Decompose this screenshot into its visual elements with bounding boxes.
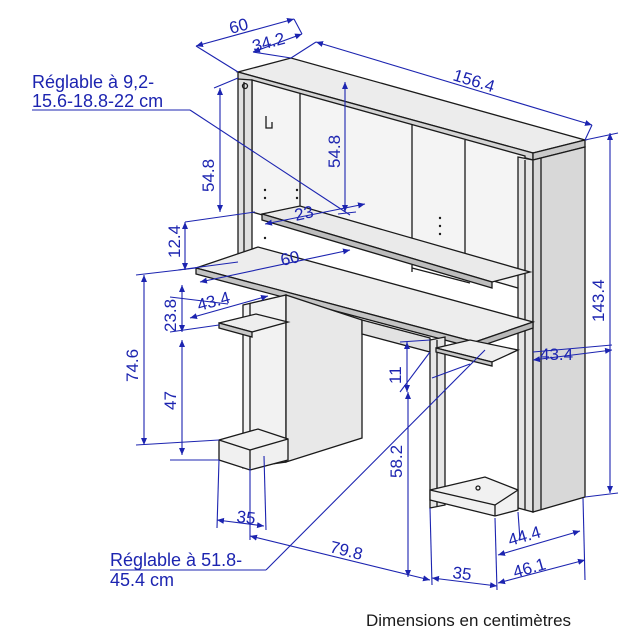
right-base	[429, 476, 519, 517]
label-right-shelf-depth: 43.4	[540, 345, 573, 364]
label-top-depth: 60	[227, 15, 250, 38]
dim-line-top-shelf-depth	[252, 33, 303, 53]
label-hutch-height-inner: 54.8	[325, 135, 344, 168]
dim-line-right-outer-width	[497, 558, 586, 585]
dim-line-right-inner-width	[497, 530, 581, 556]
hook-icon	[265, 116, 273, 129]
label-shelf-offset: 12.4	[165, 225, 184, 258]
label-right-outer-width: 46.1	[511, 554, 548, 581]
dim-line-keyboard-depth	[189, 295, 269, 319]
label-hutch-height-left: 54.8	[199, 159, 218, 192]
label-overall-height: 143.4	[589, 279, 608, 322]
units-caption: Dimensions en centimètres	[366, 611, 571, 630]
note-top-adjustable-line1: Réglable à 9,2-	[32, 72, 154, 92]
label-right-base-width: 35	[452, 563, 473, 584]
note-bottom-adjustable-line1: Réglable à 51.8-	[110, 550, 242, 570]
label-keyboard-gap: 23.8	[161, 299, 180, 332]
hutch-left-post	[237, 78, 253, 263]
shelf-holes	[263, 188, 442, 240]
dim-line-desk-depth	[199, 248, 351, 284]
adjustable-notes: Réglable à 9,2- 15.6-18.8-22 cm Réglable…	[32, 72, 242, 590]
note-top-adjustable-line2: 15.6-18.8-22 cm	[32, 91, 163, 111]
dim-line-overall-width	[315, 41, 593, 126]
label-shelf-depth: 23	[293, 202, 316, 225]
label-overall-width: 156.4	[451, 66, 497, 97]
label-leg-height: 58.2	[387, 445, 406, 478]
label-right-gap: 11	[386, 366, 405, 384]
label-keyboard-depth: 43.4	[195, 288, 232, 315]
dim-line-right-base-width	[431, 575, 498, 589]
dim-line-top-depth	[195, 17, 295, 48]
label-desk-height: 74.6	[123, 349, 142, 382]
label-desk-depth: 60	[279, 247, 302, 270]
label-right-inner-width: 44.4	[506, 522, 543, 549]
dim-line-left-base-width	[216, 517, 265, 529]
label-lower-height: 47	[161, 391, 180, 410]
dim-line-right-shelf-depth	[532, 347, 613, 363]
note-bottom-adjustable-line2: 45.4 cm	[110, 570, 174, 590]
dim-line-shelf-depth	[264, 202, 366, 226]
label-span-width: 79.8	[328, 537, 365, 563]
dim-line-span-width	[249, 534, 431, 582]
label-top-shelf-depth: 34.2	[250, 29, 287, 56]
label-left-base-width: 35	[236, 507, 257, 528]
dimension-lines	[32, 17, 619, 591]
